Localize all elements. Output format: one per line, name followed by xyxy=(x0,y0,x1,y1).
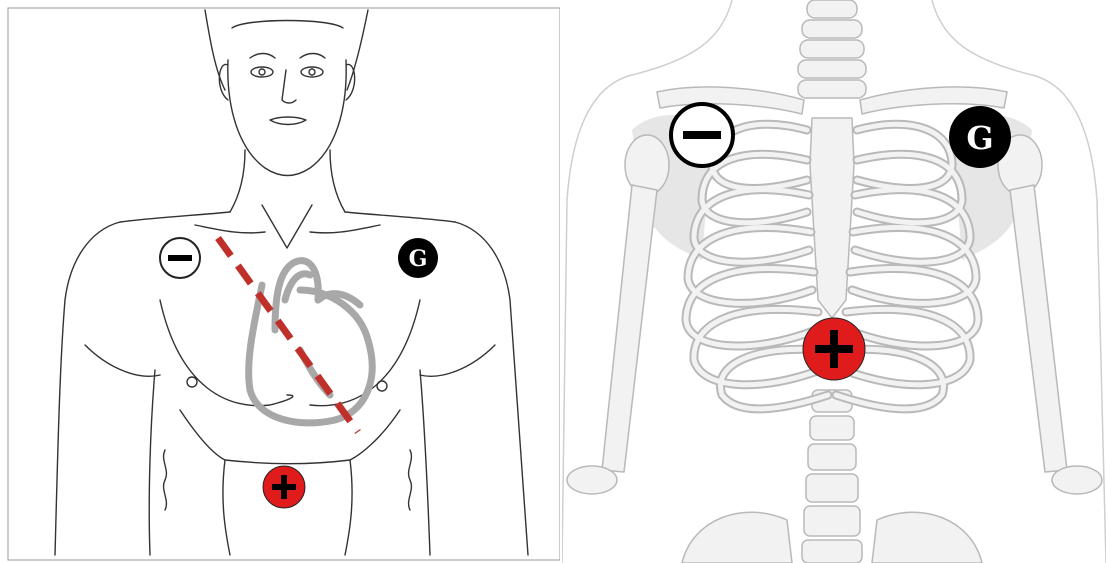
vertebra-t11 xyxy=(810,416,854,440)
vertebra-l3 xyxy=(802,540,862,563)
vertebra-c4 xyxy=(798,60,866,78)
right-elbow xyxy=(1052,466,1102,494)
ground-letter-icon: G xyxy=(409,246,428,272)
torso-outline-panel: G xyxy=(0,0,560,563)
vertebra-c3 xyxy=(800,40,864,58)
positive-electrode-skeleton xyxy=(803,318,865,380)
minus-icon xyxy=(168,255,192,261)
left-elbow xyxy=(567,466,617,494)
minus-icon xyxy=(683,131,721,139)
negative-electrode xyxy=(160,238,200,278)
negative-electrode-skeleton xyxy=(671,104,733,166)
ground-letter-icon: G xyxy=(966,119,993,157)
plus-icon-v xyxy=(830,330,838,368)
ground-electrode-skeleton: G xyxy=(949,106,1011,168)
vertebra-l1 xyxy=(806,474,858,502)
ground-electrode: G xyxy=(398,238,438,278)
vertebra-c5 xyxy=(798,80,866,98)
skeleton-figure: G xyxy=(562,0,1106,563)
skeleton-panel: G xyxy=(562,0,1106,563)
plus-icon-v xyxy=(281,475,287,499)
vertebra-c2 xyxy=(802,20,862,38)
positive-electrode xyxy=(263,466,305,508)
vertebra-c1 xyxy=(807,0,857,18)
sternum xyxy=(810,118,854,318)
vertebra-t12 xyxy=(808,444,856,470)
vertebra-l2 xyxy=(804,506,860,536)
torso-outline-figure: G xyxy=(0,0,560,563)
